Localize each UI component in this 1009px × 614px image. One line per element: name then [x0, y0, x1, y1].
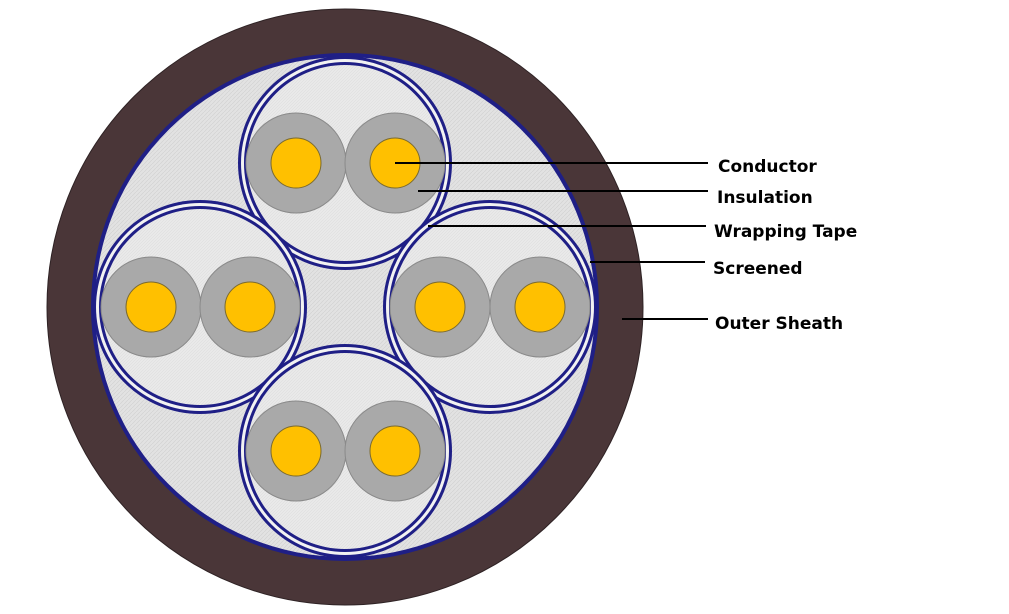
core-conductor: [224, 281, 276, 333]
core-conductor: [414, 281, 466, 333]
pair-left: [93, 200, 307, 414]
core-conductor: [270, 137, 322, 189]
core-conductor: [514, 281, 566, 333]
label-insulation: Insulation: [717, 188, 813, 208]
pair-bottom: [238, 344, 452, 558]
label-screened: Screened: [713, 259, 803, 279]
leader-lines: [395, 162, 708, 320]
core-conductor: [125, 281, 177, 333]
pair-right: [383, 200, 597, 414]
pair-top: [238, 56, 452, 270]
filler: [95, 57, 595, 557]
core-conductor: [369, 425, 421, 477]
label-conductor: Conductor: [718, 157, 817, 177]
label-wrapping-tape: Wrapping Tape: [714, 222, 857, 242]
label-outer-sheath: Outer Sheath: [715, 314, 843, 334]
core-conductor: [270, 425, 322, 477]
